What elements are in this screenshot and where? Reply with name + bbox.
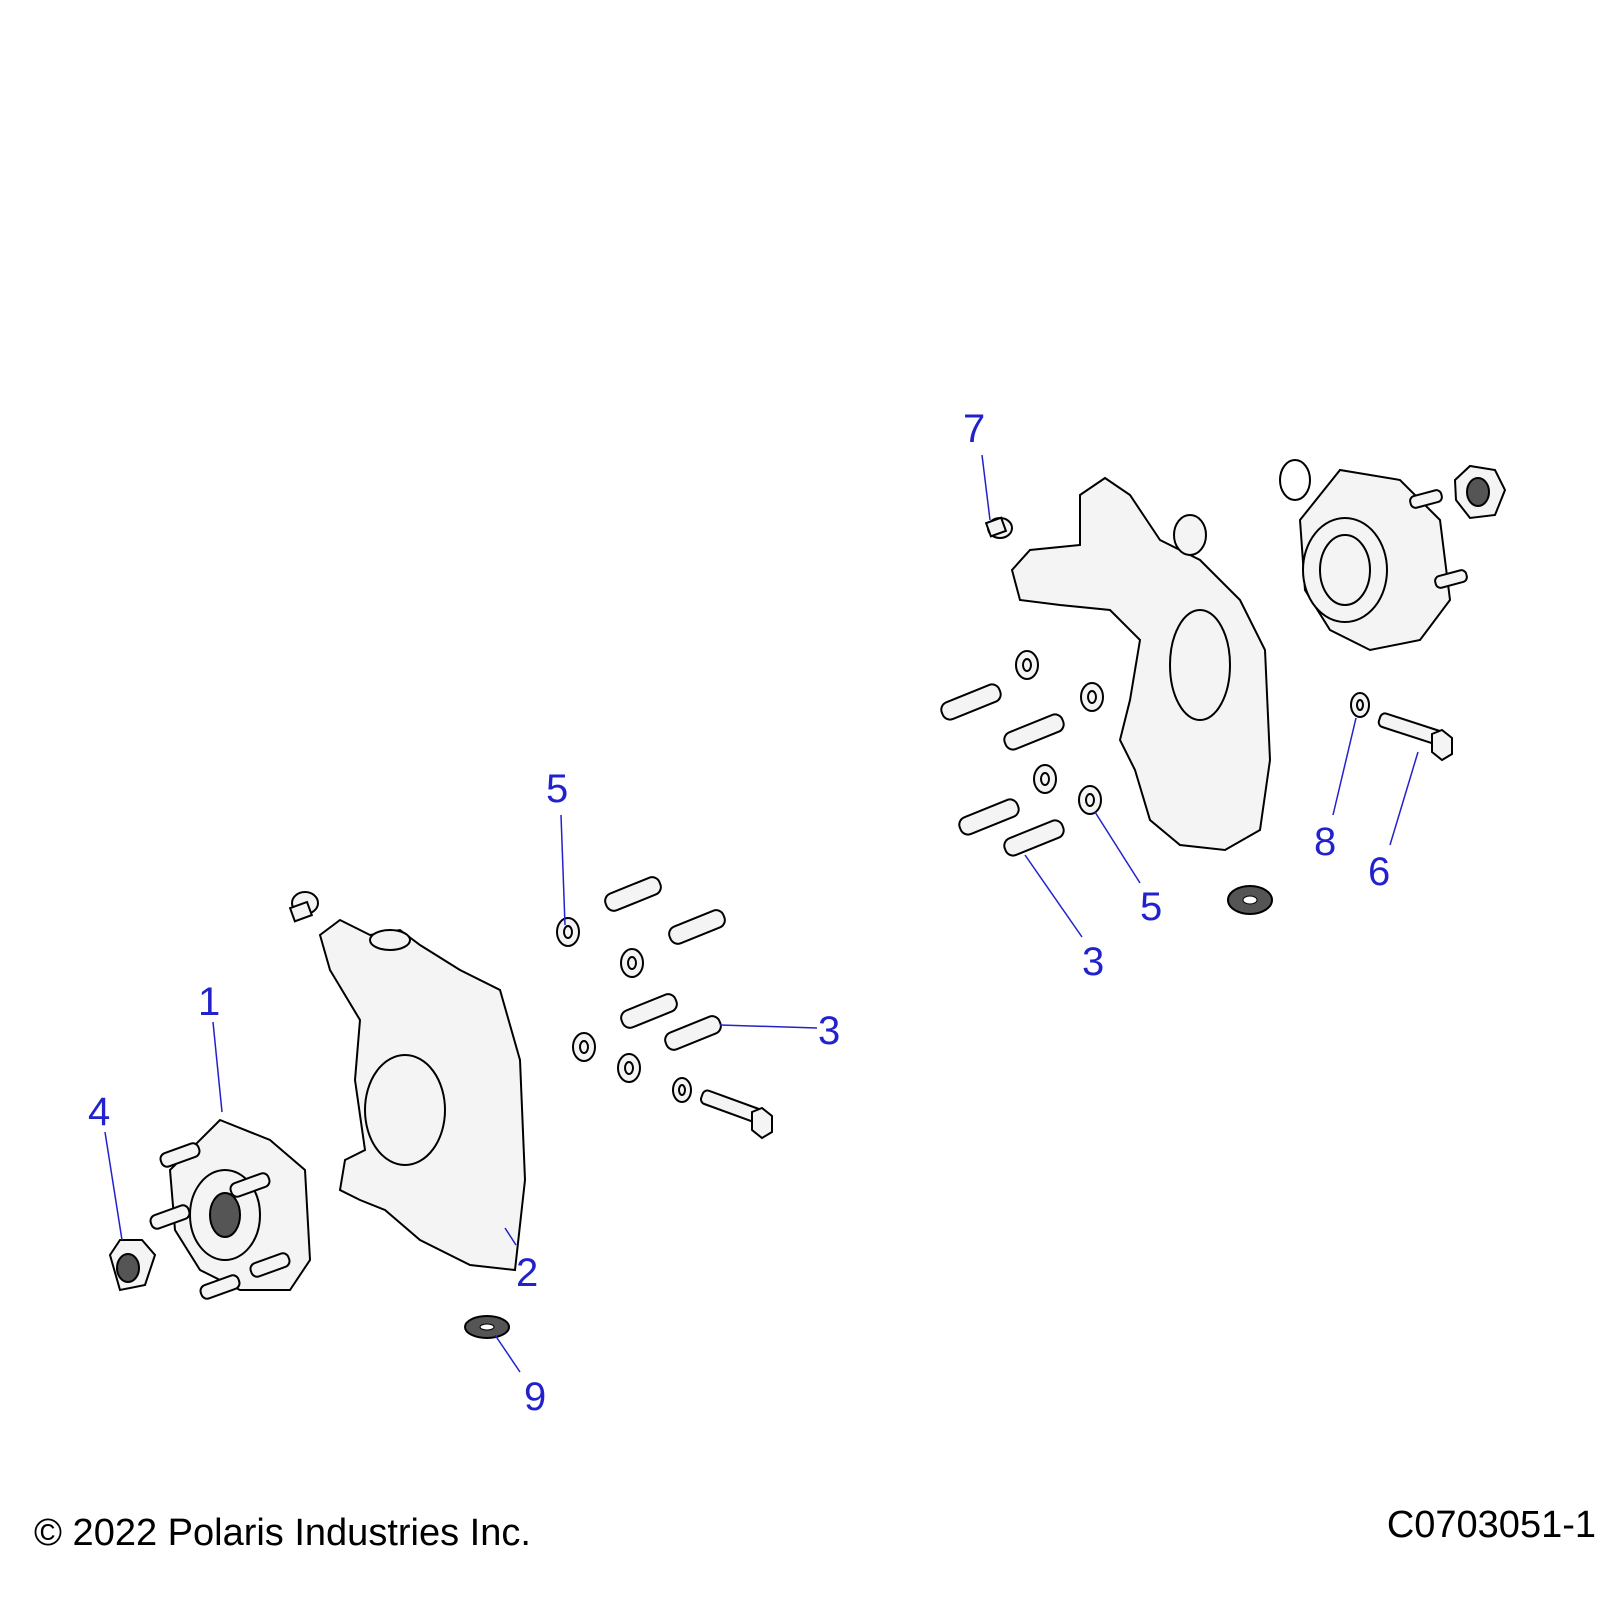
knuckle-bore-right (1169, 609, 1231, 721)
right-assembly (940, 459, 1507, 915)
leader-lines (104, 454, 1419, 1373)
copyright-text: © 2022 Polaris Industries Inc. (34, 1512, 531, 1554)
callout-4-nut: 4 (88, 1090, 110, 1134)
callout-1-hub: 1 (198, 980, 220, 1024)
hub-left (149, 1118, 312, 1300)
bolts-left (604, 876, 773, 1140)
callout-2-knuckle: 2 (516, 1251, 538, 1295)
diagram-code: C0703051-1 (1386, 1504, 1596, 1546)
left-assembly (108, 876, 773, 1339)
callout-3-bolt-left: 3 (818, 1009, 840, 1053)
steering-knuckle-right (1010, 476, 1272, 852)
callout-8-washer-small: 8 (1314, 820, 1336, 864)
callout-7-plug: 7 (963, 407, 985, 451)
plug-left (288, 891, 319, 923)
callout-6-flange-bolt: 6 (1368, 850, 1390, 894)
callout-5-washer-right: 5 (1140, 885, 1162, 929)
hub-right (1279, 459, 1468, 652)
callout-9-shim: 9 (524, 1375, 546, 1419)
knuckle-bore-left (364, 1054, 446, 1166)
callouts: 1 4 5 3 2 9 7 5 3 8 6 (88, 407, 1390, 1419)
plug-right (984, 516, 1013, 539)
callout-5-washer-left: 5 (546, 767, 568, 811)
washers-left (464, 917, 692, 1339)
washers-right (1015, 650, 1370, 915)
callout-3-bolt-right: 3 (1082, 940, 1104, 984)
nut-left (108, 1239, 157, 1292)
nut-right (1453, 464, 1507, 520)
bolts-right (940, 683, 1453, 857)
